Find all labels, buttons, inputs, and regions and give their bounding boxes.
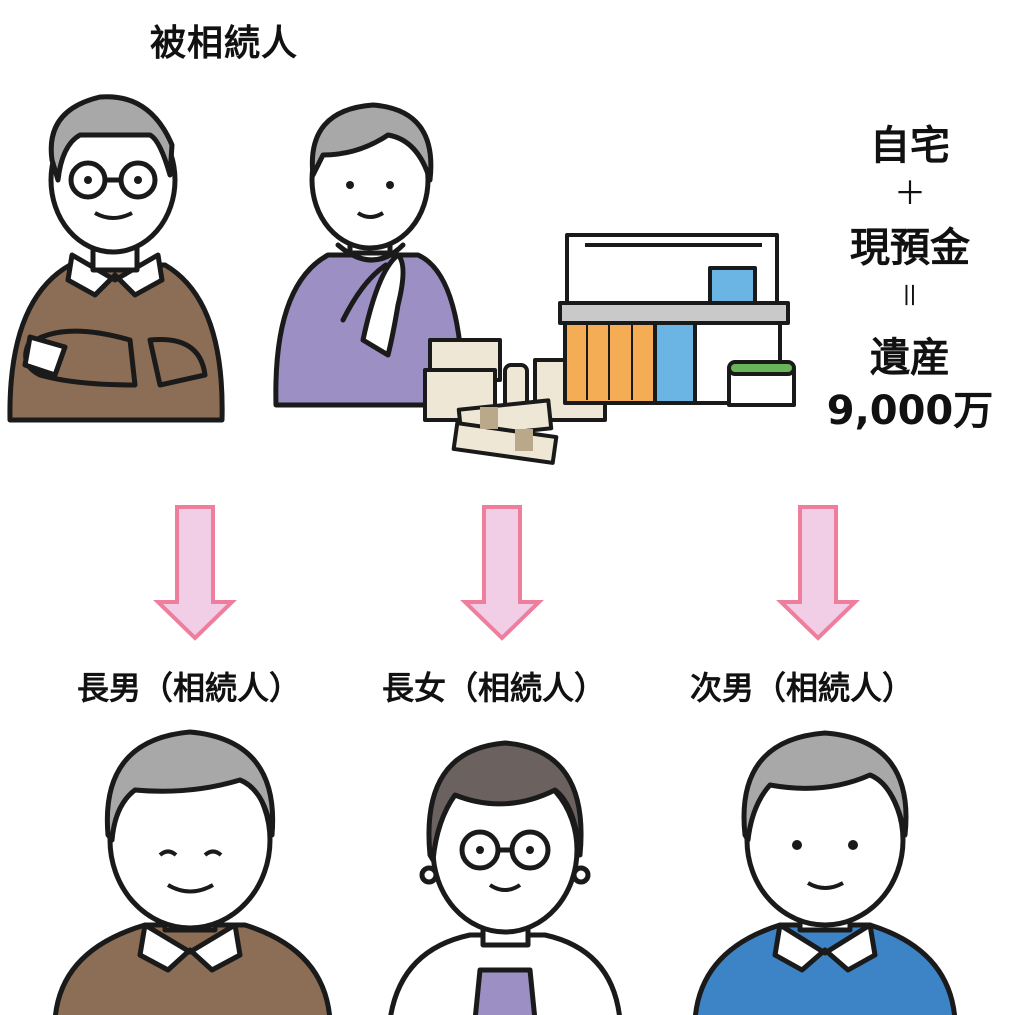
eldest-daughter-figure [388, 740, 622, 1015]
arrow-to-eldest-daughter [460, 505, 544, 641]
eldest-son-figure [53, 729, 332, 1015]
estate-plus-sign: ＋ [893, 174, 926, 212]
heir-label-eldest-daughter: 長女（相続人） [382, 669, 607, 707]
estate-cash-label: 現預金 [850, 225, 970, 271]
grandfather-figure [7, 94, 225, 423]
arrow-to-eldest-son [153, 505, 237, 641]
estate-amount: 9,000万 [826, 388, 994, 434]
heir-label-second-son: 次男（相続人） [690, 669, 915, 707]
second-son-figure [693, 730, 957, 1015]
estate-home-label: 自宅 [870, 123, 950, 169]
arrow-to-second-son [776, 505, 860, 641]
heir-label-eldest-son: 長男（相続人） [77, 669, 302, 707]
deceased-label: 被相続人 [150, 23, 299, 64]
estate-inheritance-label: 遺産 [870, 335, 950, 381]
house-illustration [558, 233, 796, 407]
cash-bundles-illustration [423, 338, 607, 465]
